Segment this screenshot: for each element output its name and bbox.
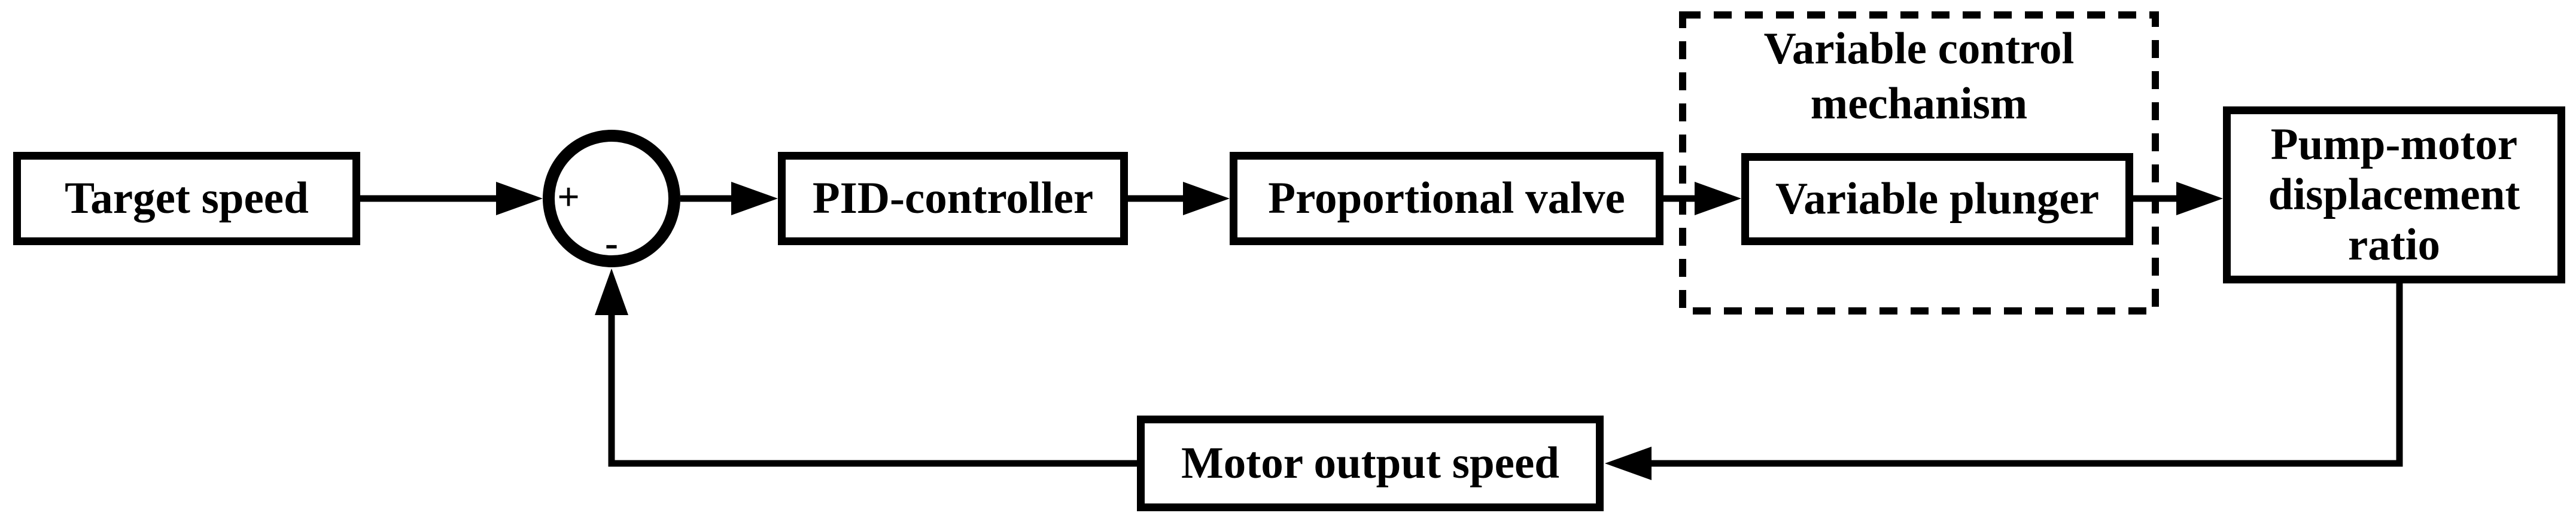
variable-plunger-block: Variable plunger xyxy=(1741,153,2133,245)
arrowhead-into-sum-icon xyxy=(496,182,543,215)
target-speed-label: Target speed xyxy=(65,173,309,223)
wire-motor-output-to-sum xyxy=(608,313,1137,467)
arrowhead-into-valve-icon xyxy=(1183,182,1230,215)
arrowhead-feedback-into-sum-icon xyxy=(595,268,628,315)
variable-plunger-label: Variable plunger xyxy=(1775,174,2100,224)
summing-junction-circle xyxy=(543,130,680,267)
pid-controller-block: PID-controller xyxy=(778,152,1128,245)
pump-motor-displacement-ratio-block: Pump-motor displacement ratio xyxy=(2223,106,2565,283)
summing-junction-plus-sign: + xyxy=(557,175,580,219)
target-speed-block: Target speed xyxy=(13,152,360,245)
arrowhead-into-motor-output-icon xyxy=(1605,447,1652,480)
variable-control-mechanism-label: Variable control mechanism xyxy=(1763,24,2075,129)
motor-output-speed-block: Motor output speed xyxy=(1137,416,1604,511)
arrowhead-into-pid-icon xyxy=(731,182,778,215)
arrowhead-into-pump-icon xyxy=(2176,182,2223,215)
arrowhead-into-plunger-icon xyxy=(1695,182,1741,215)
summing-junction-minus-sign: - xyxy=(605,221,618,265)
motor-output-speed-label: Motor output speed xyxy=(1181,438,1559,488)
proportional-valve-label: Proportional valve xyxy=(1268,173,1625,223)
pid-controller-label: PID-controller xyxy=(812,173,1094,223)
pump-motor-displacement-ratio-label: Pump-motor displacement ratio xyxy=(2268,120,2520,270)
proportional-valve-block: Proportional valve xyxy=(1230,152,1663,245)
variable-control-mechanism-dashed-border xyxy=(1679,11,2159,315)
wire-pump-to-motor-output xyxy=(1649,283,2403,467)
